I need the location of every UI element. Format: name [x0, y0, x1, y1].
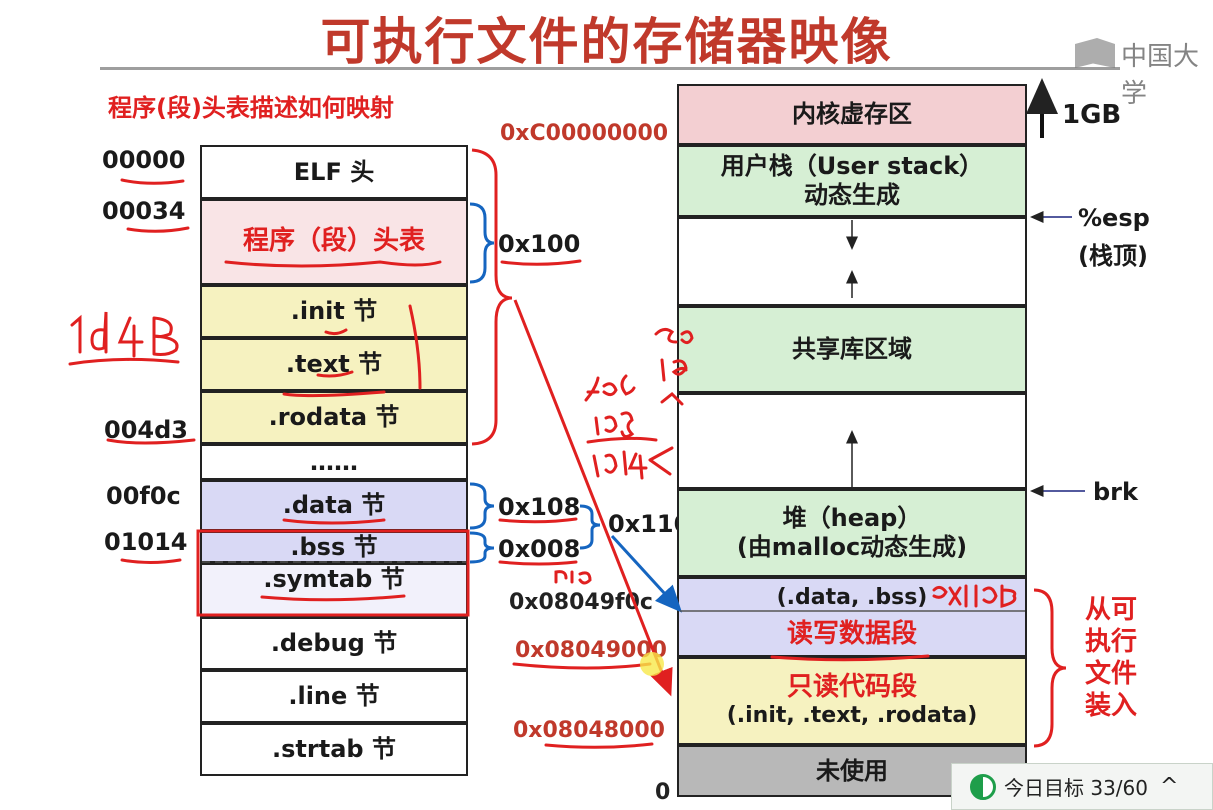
rodata-section: .rodata 节	[200, 391, 468, 444]
ro-segment-label: 只读代码段	[786, 672, 917, 703]
chevron-up-icon[interactable]: ^	[1160, 774, 1179, 799]
program-header-table: 程序（段）头表	[200, 199, 468, 285]
offset-00f0c: 00f0c	[106, 482, 181, 510]
progress-ring-icon	[970, 773, 996, 800]
loaded-from-executable-label: 从可执行文件装入	[1084, 595, 1137, 721]
ellipsis-section: ……	[200, 444, 468, 480]
elf-header-section: ELF 头	[200, 145, 468, 199]
data-bss-label: (.data, .bss)	[776, 585, 928, 610]
brk-marker: brk	[1093, 478, 1138, 506]
offset-01014: 01014	[104, 528, 188, 556]
heap-region: 堆（heap） (由malloc动态生成)	[677, 489, 1027, 577]
size-sum-label: 0x110	[608, 510, 691, 538]
cursor-highlight	[640, 652, 664, 676]
kernel-virtual-memory: 内核虚存区	[677, 84, 1027, 145]
data-bss-total-brace	[579, 504, 601, 550]
offset-00000: 00000	[102, 146, 186, 174]
size-data-label: 0x108	[498, 493, 581, 521]
offset-00034: 00034	[102, 197, 186, 225]
address-data-start: 0x08049f0c	[509, 590, 653, 615]
size-headers-label: 0x100	[498, 230, 581, 258]
address-zero: 0	[655, 780, 671, 805]
read-only-code-segment: 只读代码段 (.init, .text, .rodata)	[677, 657, 1027, 745]
shared-library-region: 共享库区域	[677, 306, 1027, 393]
subtitle: 程序(段)头表描述如何映射	[108, 94, 394, 122]
data-mapping-arrow	[610, 534, 683, 613]
program-header-brace	[469, 202, 495, 284]
bss-highlight-box	[196, 529, 470, 617]
rw-segment-label: 读写数据段	[786, 619, 917, 650]
text-segment-brace	[471, 148, 513, 446]
ro-sections-label: (.init, .text, .rodata)	[726, 703, 978, 729]
init-section: .init 节	[200, 285, 468, 338]
book-icon	[1075, 38, 1115, 68]
text-mapping-arrow	[513, 299, 673, 697]
title-divider	[100, 67, 1120, 70]
data-section-brace	[469, 482, 495, 530]
stack-top-label: (栈顶)	[1078, 242, 1148, 270]
address-ro-segment: 0x08048000	[513, 718, 665, 743]
strtab-section: .strtab 节	[200, 723, 468, 776]
line-section: .line 节	[200, 670, 468, 723]
text-section: .text 节	[200, 338, 468, 391]
address-kernel-base: 0xC00000000	[500, 121, 669, 146]
daily-goal-text: 今日目标 33/60	[1004, 776, 1148, 800]
loaded-region-brace	[1033, 588, 1067, 748]
read-write-data-segment: (.data, .bss) 读写数据段	[677, 577, 1027, 657]
size-bss-label: 0x008	[498, 535, 581, 563]
gb-marker: 1GB	[1062, 100, 1122, 130]
user-stack: 用户栈（User stack） 动态生成	[677, 145, 1027, 217]
daily-goal-widget[interactable]: 今日目标 33/60 ^	[951, 763, 1213, 810]
esp-marker: %esp	[1078, 204, 1150, 232]
bss-section-brace	[469, 531, 495, 564]
watermark-logo: 中国大学	[1075, 34, 1213, 109]
debug-section: .debug 节	[200, 617, 468, 670]
offset-004d3: 004d3	[104, 416, 188, 444]
slide-title: 可执行文件的存储器映像	[320, 13, 893, 71]
